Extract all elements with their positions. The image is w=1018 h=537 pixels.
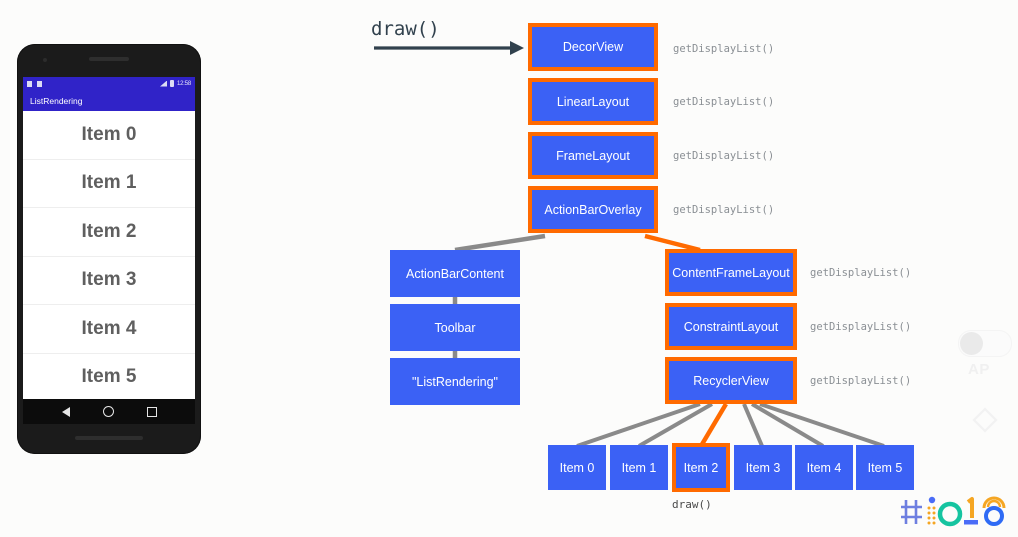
expand-collapse-icon[interactable] [972,407,998,443]
toggle-knob [960,332,983,355]
node-label: ActionBarOverlay [544,202,642,217]
back-icon[interactable] [61,406,70,417]
node-label: Item 4 [806,460,842,475]
node-recyclerview[interactable]: RecyclerView [665,357,797,404]
node-label: Item 1 [621,460,657,475]
app-title: ListRendering [30,95,83,106]
wifi-icon [159,80,167,87]
node-actionbarcontent[interactable]: ActionBarContent [390,250,520,297]
call-label-linearlayout: getDisplayList() [673,96,775,108]
node-decorview[interactable]: DecorView [528,23,658,71]
android-status-bar: 12:58 [23,77,195,90]
list-item[interactable]: Item 5 [23,354,195,400]
call-label-contentframelayout: getDisplayList() [810,267,912,279]
node-item-3[interactable]: Item 3 [734,445,792,490]
hash-glyph [901,500,922,524]
list-item[interactable]: Item 1 [23,160,195,208]
node-toolbar[interactable]: Toolbar [390,304,520,351]
call-label-decorview: getDisplayList() [673,43,775,55]
node-label: ActionBarContent [406,266,504,281]
node-label: FrameLayout [556,148,630,163]
battery-icon [169,80,174,87]
autoplay-label: AP [968,361,990,378]
o-glyph [937,501,963,527]
autoplay-toggle[interactable] [958,330,1012,357]
node-contentframelayout[interactable]: ContentFrameLayout [665,249,797,296]
node-label: ContentFrameLayout [672,265,790,280]
notification-icon [37,80,42,87]
list-item[interactable]: Item 0 [23,111,195,160]
eight-glyph [982,496,1006,526]
node-label: Item 3 [745,460,781,475]
draw-leaf-label: draw() [672,498,712,511]
recycler-list[interactable]: Item 0 Item 1 Item 2 Item 3 Item 4 Item … [23,111,195,399]
app-toolbar: ListRendering [23,90,195,111]
call-label-recyclerview: getDisplayList() [810,375,912,387]
node-label: "ListRendering" [411,374,498,389]
home-icon[interactable] [102,406,114,417]
node-label: Item 0 [559,460,595,475]
node-item-5[interactable]: Item 5 [856,445,914,490]
call-label-actionbaroverlay: getDisplayList() [673,204,775,216]
notification-icon [27,80,32,87]
recents-icon[interactable] [146,406,157,417]
android-nav-bar [23,399,195,424]
node-item-1[interactable]: Item 1 [610,445,668,490]
google-io-logo [901,496,1006,527]
draw-entry-label: draw() [371,18,440,40]
i-glyph [927,496,936,525]
phone-chin-speaker [75,436,143,440]
node-label: LinearLayout [556,94,630,109]
list-item[interactable]: Item 4 [23,305,195,354]
node-listrendering-text[interactable]: "ListRendering" [390,358,520,405]
phone-earpiece [89,57,129,61]
node-framelayout[interactable]: FrameLayout [528,132,658,179]
node-constraintlayout[interactable]: ConstraintLayout [665,303,797,350]
node-item-0[interactable]: Item 0 [548,445,606,490]
status-system-icons: 12:58 [159,80,191,87]
node-label: DecorView [562,40,624,54]
status-clock: 12:58 [176,80,191,87]
node-linearlayout[interactable]: LinearLayout [528,78,658,125]
node-label: Toolbar [434,320,476,335]
list-item[interactable]: Item 2 [23,208,195,257]
node-actionbaroverlay[interactable]: ActionBarOverlay [528,186,658,233]
node-label: ConstraintLayout [683,319,779,334]
list-item[interactable]: Item 3 [23,257,195,305]
phone-camera-icon [43,58,47,62]
phone-screen: 12:58 ListRendering Item 0 Item 1 Item 2… [23,77,195,399]
call-label-framelayout: getDisplayList() [673,150,775,162]
node-label: Item 5 [867,460,903,475]
call-label-constraintlayout: getDisplayList() [810,321,912,333]
phone-mockup: 12:58 ListRendering Item 0 Item 1 Item 2… [17,44,201,454]
one-glyph [964,497,978,525]
status-notification-icons [27,80,42,87]
node-item-4[interactable]: Item 4 [795,445,853,490]
node-item-2[interactable]: Item 2 [672,443,730,492]
node-label: RecyclerView [693,373,769,388]
node-label: Item 2 [683,460,719,475]
